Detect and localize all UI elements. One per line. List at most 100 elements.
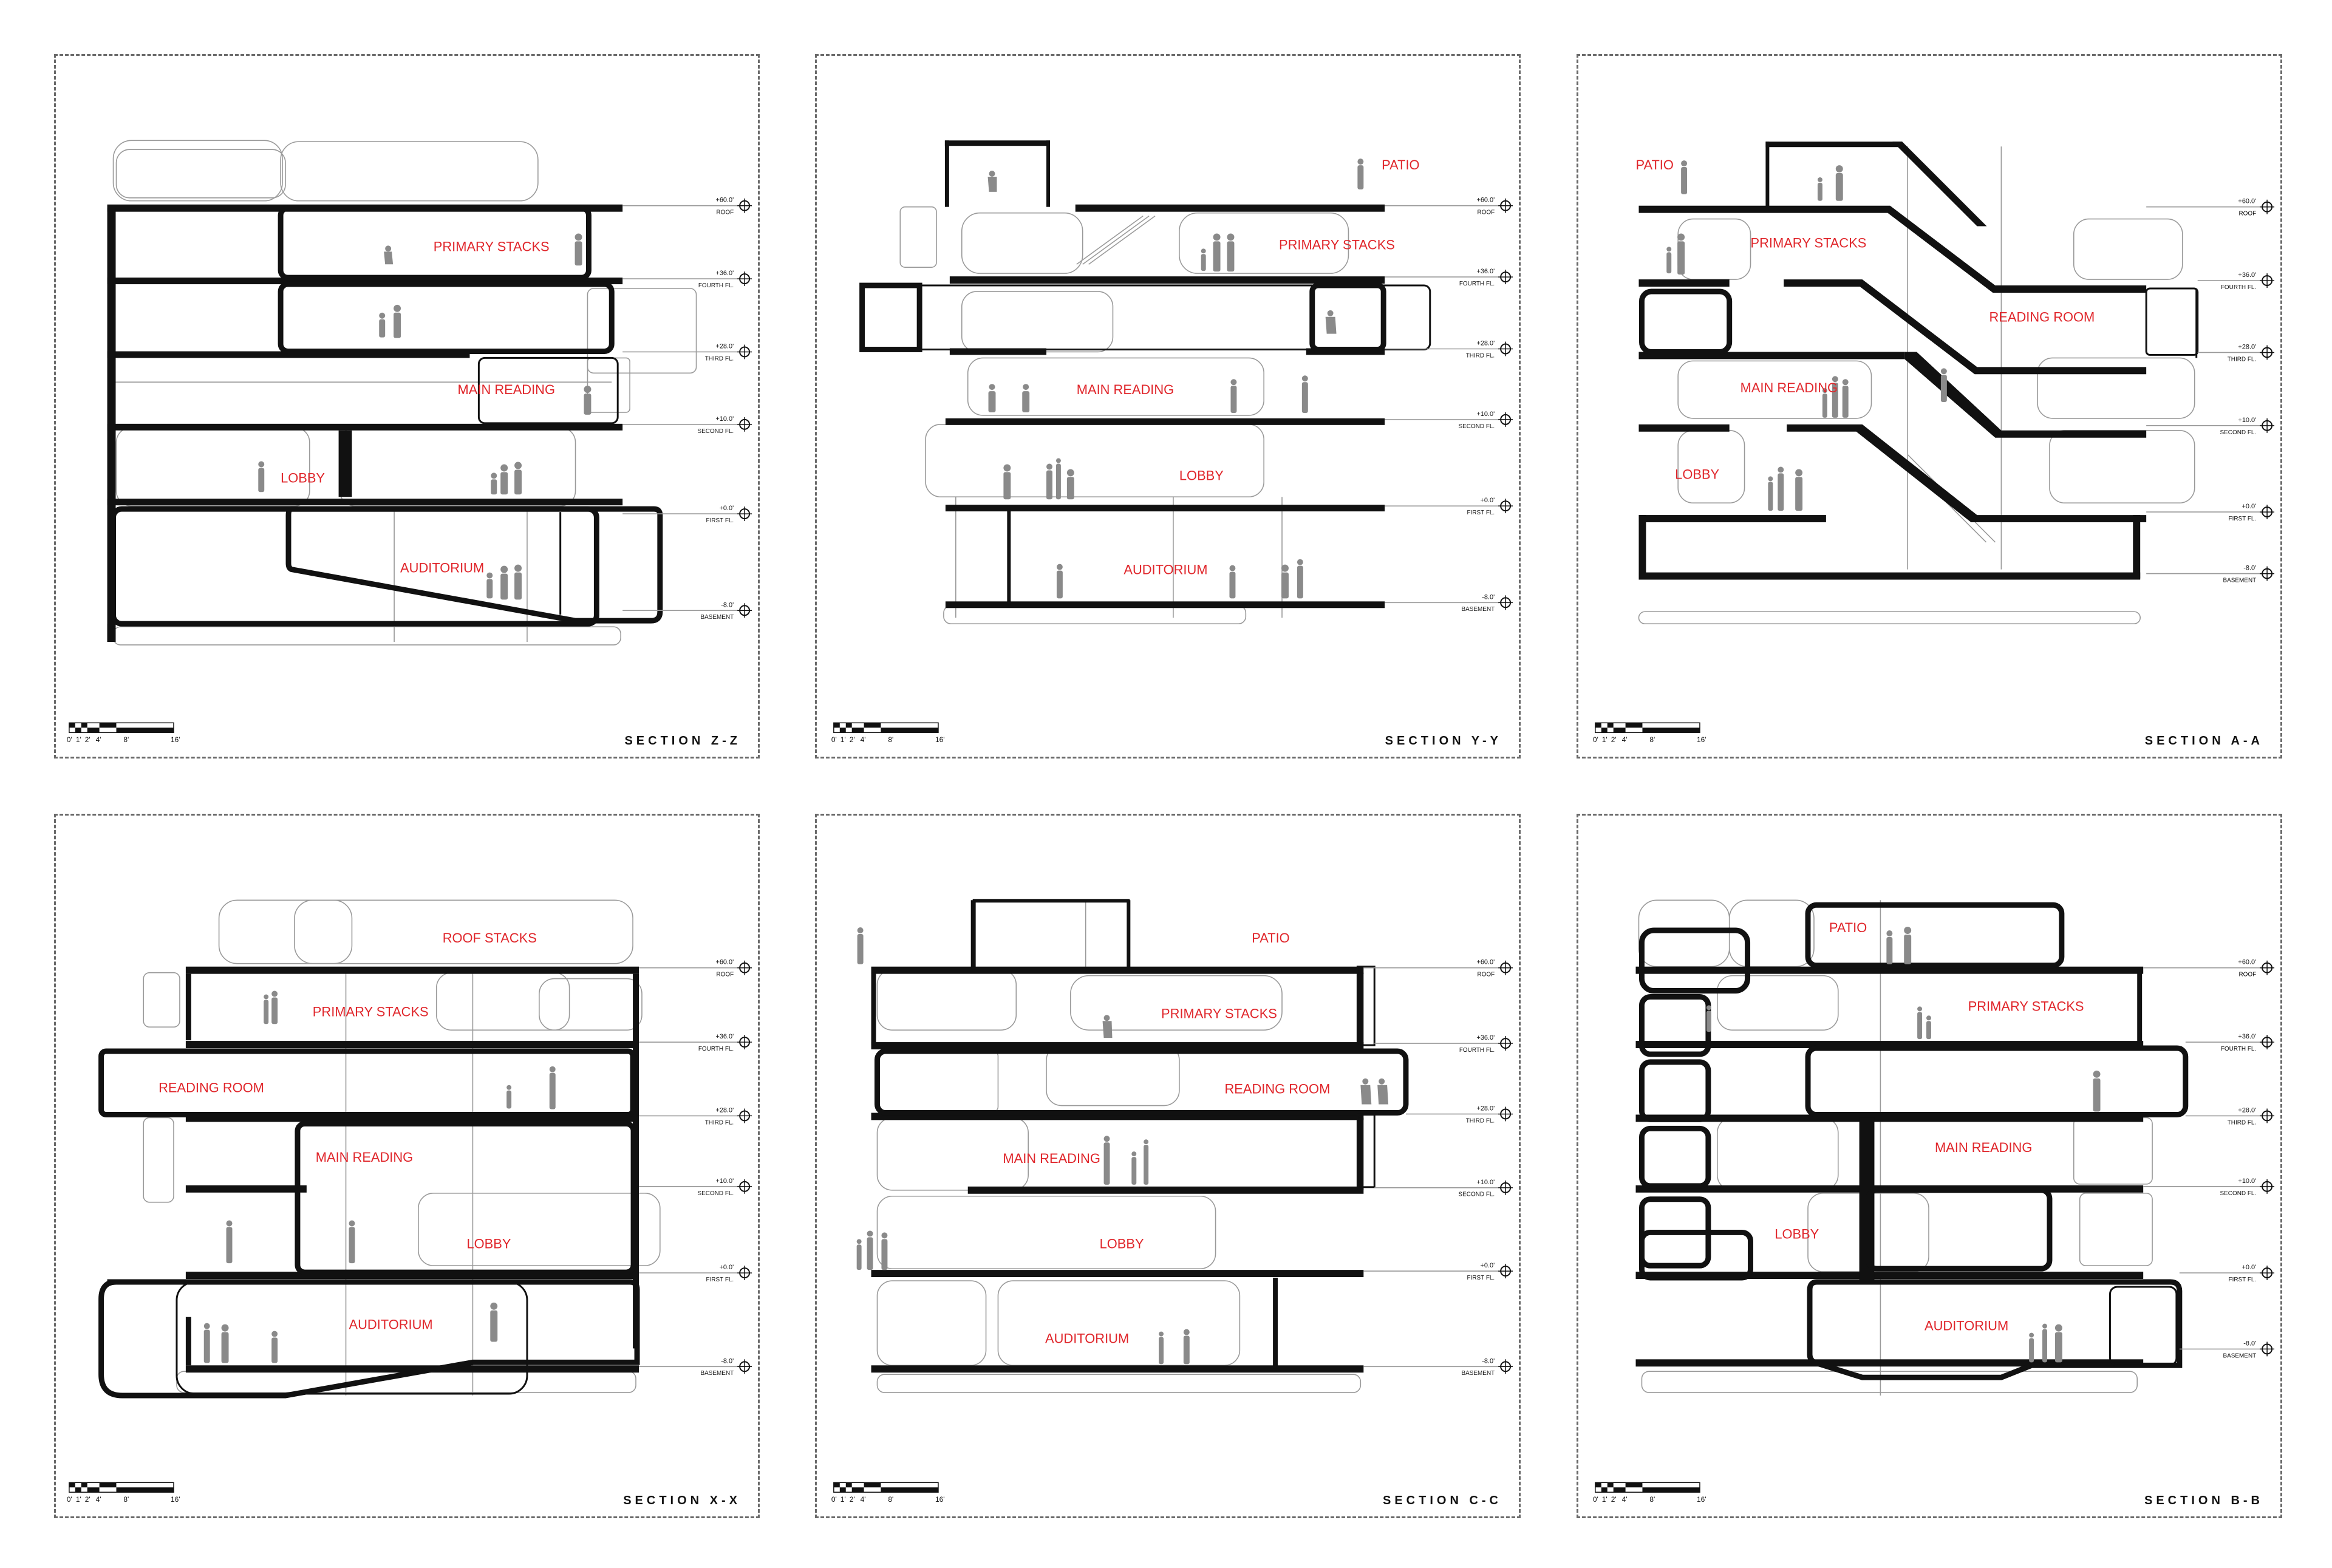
level-marker: +36.0' FOURTH FL. [622, 270, 752, 289]
scale-label: 4' [96, 735, 101, 744]
room-label: AUDITORIUM [1925, 1318, 2008, 1334]
background-massing [143, 899, 661, 1396]
level-value: +60.0' [1476, 197, 1495, 204]
level-marker: +28.0' THIRD FL. [639, 1106, 752, 1126]
scale-label: 16' [935, 735, 945, 744]
level-name: THIRD FL. [2228, 356, 2256, 363]
level-name: FIRST FL. [706, 1277, 734, 1283]
section-sheet-y-y: PATIO PRIMARY STACKS MAIN READING LOBBY … [815, 54, 1521, 758]
room-label: AUDITORIUM [1123, 562, 1207, 578]
room-label: MAIN READING [1935, 1140, 2032, 1155]
scale-label: 0' [831, 1495, 837, 1504]
room-label: MAIN READING [458, 382, 555, 397]
room-label: PRIMARY STACKS [1968, 998, 2084, 1014]
section-drawing-z-z: PRIMARY STACKS MAIN READING LOBBY AUDITO… [67, 140, 752, 744]
level-value: +28.0' [2238, 343, 2256, 350]
room-label: PRIMARY STACKS [313, 1004, 429, 1019]
scale-label: 8' [123, 1495, 129, 1504]
level-name: SECOND FL. [698, 1190, 734, 1197]
room-label: LOBBY [281, 470, 325, 485]
scale-label: 1' [76, 735, 81, 744]
scale-label: 0' [1593, 735, 1598, 744]
level-marker: -8.0' BASEMENT [639, 1357, 752, 1377]
scale-label: 0' [1593, 1495, 1598, 1504]
human-figures [987, 159, 1364, 599]
level-marker: +36.0' FOURTH FL. [1385, 268, 1513, 287]
section-drawing-a-a: PATIO PRIMARY STACKS READING ROOM MAIN R… [1593, 141, 2275, 744]
level-value: +0.0' [2242, 1264, 2257, 1271]
scale-label: 8' [123, 735, 129, 744]
level-name: FIRST FL. [1467, 1275, 1495, 1281]
level-name: BASEMENT [2223, 1352, 2257, 1359]
level-name: ROOF [716, 972, 734, 978]
level-name: ROOF [716, 210, 734, 216]
room-label: READING ROOM [1989, 310, 2095, 325]
room-label: PATIO [1382, 157, 1419, 172]
scale-label: 16' [1697, 735, 1706, 744]
scale-label: 8' [1649, 735, 1655, 744]
scale-label: 2' [1611, 1495, 1617, 1504]
section-title: SECTION Y-Y [1385, 734, 1502, 748]
level-value: +60.0' [715, 959, 734, 966]
scale-label: 4' [96, 1495, 101, 1504]
section-title: SECTION A-A [2144, 734, 2263, 748]
level-name: ROOF [2238, 211, 2256, 217]
scale-bar: 0' 1' 2' 4' 8' 16' [67, 722, 180, 744]
level-marker: +0.0' FIRST FL. [2146, 503, 2275, 522]
scale-bar: 0' 1' 2' 4' 8' 16' [831, 1482, 945, 1504]
level-name: SECOND FL. [698, 428, 734, 435]
section-title: SECTION Z-Z [624, 734, 741, 748]
level-name: FOURTH FL. [698, 1046, 734, 1052]
background-massing [1638, 146, 2195, 624]
level-name: THIRD FL. [1466, 1117, 1495, 1124]
level-value: -8.0' [2243, 565, 2256, 572]
human-figures [856, 927, 1389, 1365]
scale-label: 4' [1622, 1495, 1628, 1504]
level-value: +10.0' [1476, 1179, 1495, 1186]
level-name: BASEMENT [2223, 577, 2257, 584]
level-value: -8.0' [1482, 1357, 1495, 1365]
level-name: THIRD FL. [1466, 352, 1495, 359]
level-marker: +60.0' ROOF [2143, 959, 2275, 978]
level-marker: -8.0' BASEMENT [2146, 565, 2275, 584]
scale-label: 2' [85, 735, 90, 744]
scale-label: 2' [850, 735, 855, 744]
level-value: +10.0' [715, 1178, 734, 1185]
scale-bar: 0' 1' 2' 4' 8' 16' [1593, 722, 1706, 744]
section-drawing-c-c: PATIO PRIMARY STACKS READING ROOM MAIN R… [831, 899, 1513, 1504]
level-value: +36.0' [715, 270, 734, 277]
level-name: FIRST FL. [2229, 516, 2257, 522]
floor-slabs [944, 140, 1385, 608]
level-markers: +60.0' ROOF +36.0' FOURTH FL. +28.0' THI… [1363, 959, 1513, 1377]
level-value: +60.0' [2238, 198, 2256, 205]
level-value: +10.0' [2238, 1178, 2256, 1185]
level-value: +28.0' [715, 343, 734, 350]
level-name: BASEMENT [701, 614, 734, 621]
room-label: READING ROOM [1225, 1082, 1331, 1097]
level-value: +0.0' [720, 505, 734, 512]
level-value: +10.0' [2238, 417, 2256, 424]
level-markers: +60.0' ROOF +36.0' FOURTH FL. +28.0' THI… [1385, 197, 1513, 613]
level-value: +0.0' [1481, 497, 1495, 504]
level-marker: +60.0' ROOF [2146, 198, 2275, 217]
level-value: +28.0' [1476, 1105, 1495, 1112]
level-name: SECOND FL. [1459, 423, 1495, 430]
scale-label: 4' [861, 735, 866, 744]
level-value: +36.0' [1476, 1034, 1495, 1041]
room-label: PATIO [1829, 920, 1867, 935]
scale-label: 8' [1649, 1495, 1655, 1504]
scale-label: 0' [67, 735, 72, 744]
level-marker: +0.0' FIRST FL. [2179, 1264, 2275, 1283]
scale-label: 1' [1602, 1495, 1608, 1504]
room-outlines [1638, 287, 2199, 358]
level-value: +0.0' [2242, 503, 2257, 510]
section-sheet-z-z: PRIMARY STACKS MAIN READING LOBBY AUDITO… [54, 54, 760, 758]
level-value: +36.0' [715, 1033, 734, 1040]
room-label: ROOF STACKS [443, 930, 537, 946]
scale-label: 1' [840, 1495, 846, 1504]
scale-label: 8' [888, 1495, 893, 1504]
background-massing [112, 140, 697, 646]
room-label: PRIMARY STACKS [1279, 237, 1395, 252]
human-figures [258, 233, 592, 600]
section-drawing-x-x: ROOF STACKS PRIMARY STACKS READING ROOM … [67, 899, 752, 1504]
